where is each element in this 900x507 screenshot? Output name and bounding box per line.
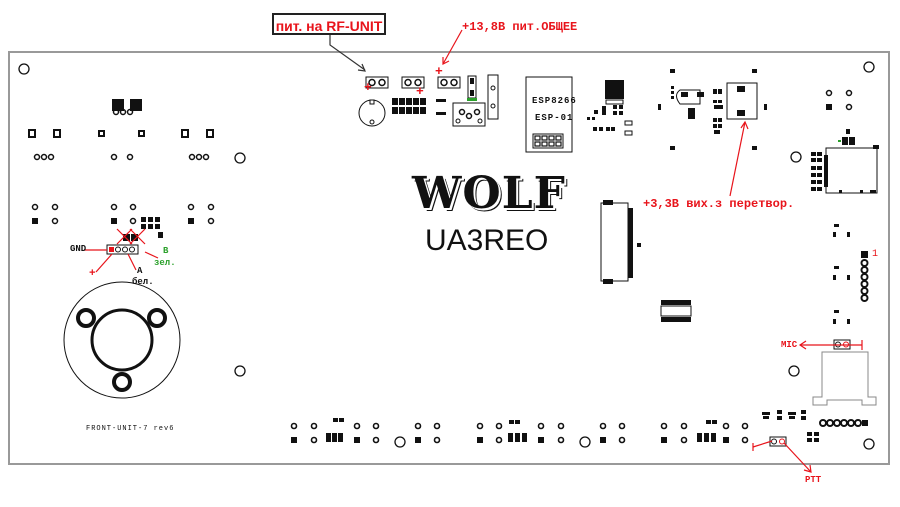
- usb-footprint: [812, 351, 877, 406]
- mic-connector: [798, 339, 863, 350]
- vertical-header: [860, 251, 869, 302]
- gnd-label: GND: [70, 244, 87, 254]
- esp-module-label: ESP8266: [532, 96, 577, 106]
- horizontal-header: [819, 419, 868, 427]
- annotation-arrows: [329, 29, 749, 197]
- top-left-cluster: [112, 99, 142, 111]
- wolf-logo: WOLF: [412, 168, 566, 219]
- ic-u3: [660, 300, 692, 322]
- right-side-parts: [833, 224, 850, 324]
- plus-mark-2: +: [416, 84, 424, 99]
- esp-module-sublabel: ESP-01: [535, 113, 574, 123]
- mounting-holes: [18, 61, 875, 450]
- encoder-a-color-label: бел.: [132, 277, 154, 287]
- ptt-label: PTT: [805, 475, 822, 485]
- top-right-pads: [825, 89, 855, 145]
- main-power-annotation: +13,8В пит.ОБЩЕЕ: [462, 20, 578, 34]
- encoder-a-label: А: [137, 266, 143, 276]
- plus-mark-3: +: [435, 64, 443, 79]
- encoder-pads: [31, 203, 215, 225]
- fpc-connector: [600, 200, 641, 284]
- ic-cluster: [587, 69, 767, 150]
- optocouplers: [762, 410, 819, 442]
- encoder-connector: [106, 244, 139, 255]
- plus-label: +: [89, 268, 96, 280]
- rf-unit-power-callout: пит. на RF-UNIT: [272, 13, 386, 35]
- pin-holes-a: [33, 108, 210, 161]
- sd-card-footprint: [811, 145, 879, 194]
- esp-module-footprint: [525, 76, 573, 153]
- bottom-button-pads: [290, 422, 749, 444]
- board-revision-label: FRONT-UNIT-7 rev6: [86, 425, 175, 433]
- top-connectors: [358, 74, 499, 127]
- encoder-callout-lines: [84, 228, 159, 273]
- square-pads-row: [28, 129, 214, 138]
- encoder-b-color-label: зел.: [154, 258, 176, 268]
- callsign-label: UA3REO: [425, 224, 549, 257]
- mic-label: MIC: [781, 340, 798, 350]
- pin-one-label: 1: [872, 249, 879, 260]
- plus-mark-1: +: [364, 80, 372, 95]
- converter-outline: [676, 82, 758, 120]
- encoder-footprint: [63, 281, 181, 399]
- encoder-square-pads: [32, 217, 194, 241]
- bottom-square-pads: [291, 418, 729, 443]
- converter-output-annotation: +3,3В вих.з перетвор.: [643, 197, 795, 211]
- board-outline: [8, 51, 890, 465]
- ptt-connector: [752, 436, 812, 473]
- encoder-b-label: В: [163, 246, 169, 256]
